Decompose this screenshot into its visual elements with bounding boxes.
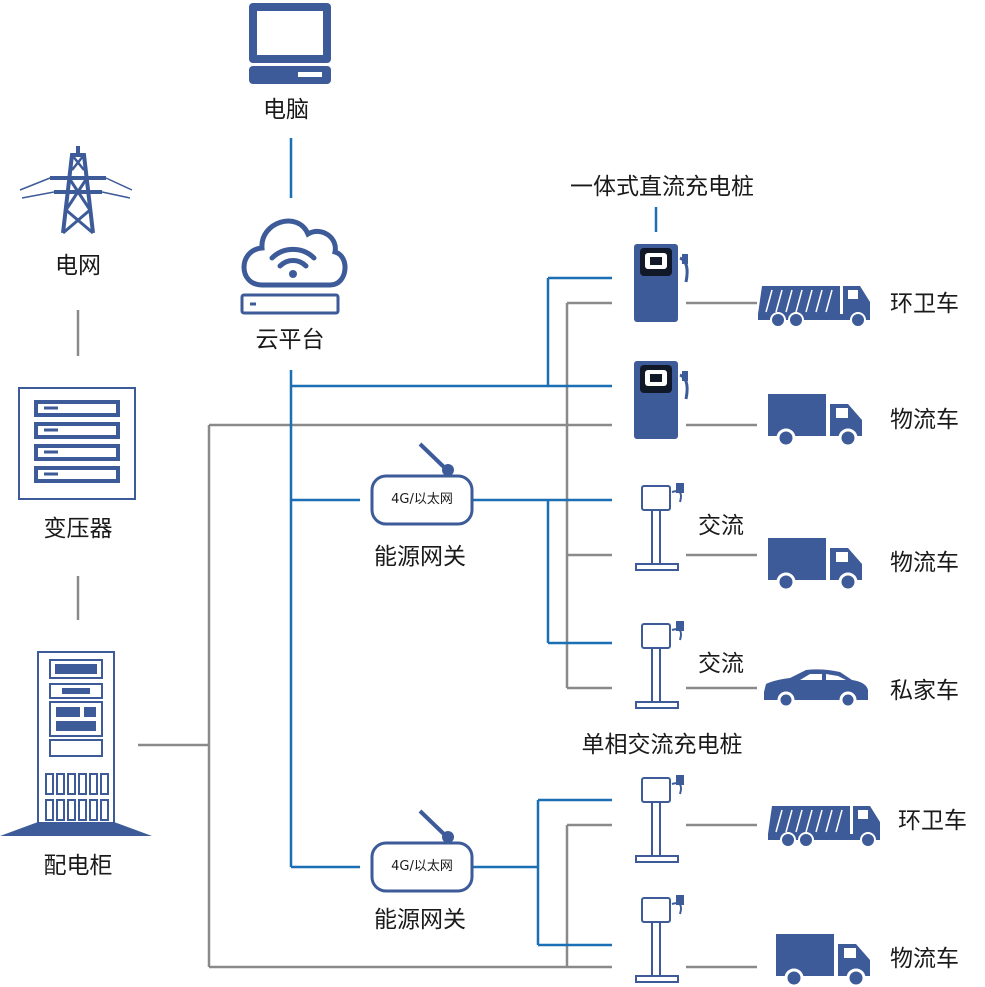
private-car-icon bbox=[764, 669, 868, 709]
power-lines bbox=[76, 301, 757, 969]
transformer-label: 变压器 bbox=[43, 516, 113, 542]
computer-label: 电脑 bbox=[263, 97, 309, 123]
ac-label-1: 交流 bbox=[698, 513, 744, 539]
vehicle-label-4: 私家车 bbox=[890, 678, 959, 704]
energy-gateway-icon-1 bbox=[370, 442, 474, 526]
power-tower-icon bbox=[19, 146, 133, 235]
logistics-truck-icon-2 bbox=[768, 538, 862, 592]
cloud-icon bbox=[240, 218, 348, 315]
energy-gateway-icon-2 bbox=[370, 809, 474, 893]
logistics-truck-icon-1 bbox=[768, 394, 862, 448]
dc-charging-pile-icon-2 bbox=[634, 361, 689, 439]
ac-charging-pile-icon-4 bbox=[635, 895, 684, 983]
sanitation-truck-icon-2 bbox=[768, 806, 880, 848]
ac-label-2: 交流 bbox=[698, 651, 744, 677]
computer-icon bbox=[249, 3, 331, 84]
gateway-2-tag: 4G/以太网 bbox=[391, 859, 453, 874]
cabinet-label: 配电柜 bbox=[43, 853, 113, 879]
gateway-2-label: 能源网关 bbox=[374, 907, 466, 933]
dc-charging-pile-icon-1 bbox=[634, 244, 689, 322]
vehicle-label-2: 物流车 bbox=[890, 407, 959, 433]
vehicle-label-1: 环卫车 bbox=[890, 291, 959, 317]
comm-lines bbox=[289, 138, 658, 947]
grid-label: 电网 bbox=[55, 253, 101, 279]
sanitation-truck-icon-1 bbox=[758, 286, 870, 328]
ac-charging-pile-icon-2 bbox=[635, 621, 684, 709]
ac-charging-pile-icon-1 bbox=[635, 483, 684, 571]
ac-charging-pile-icon-3 bbox=[635, 775, 684, 863]
vehicle-label-3: 物流车 bbox=[890, 550, 959, 576]
vehicle-label-5: 环卫车 bbox=[898, 808, 967, 834]
logistics-truck-icon-3 bbox=[776, 934, 870, 987]
dc-pile-title: 一体式直流充电桩 bbox=[570, 174, 754, 200]
ac-pile-title: 单相交流充电桩 bbox=[581, 732, 743, 758]
gateway-1-label: 能源网关 bbox=[374, 544, 466, 570]
vehicle-label-6: 物流车 bbox=[890, 946, 959, 972]
cloud-platform-label: 云平台 bbox=[255, 327, 325, 353]
gateway-1-tag: 4G/以太网 bbox=[391, 492, 453, 507]
transformer-icon bbox=[18, 387, 136, 500]
distribution-cabinet-icon bbox=[0, 651, 152, 836]
